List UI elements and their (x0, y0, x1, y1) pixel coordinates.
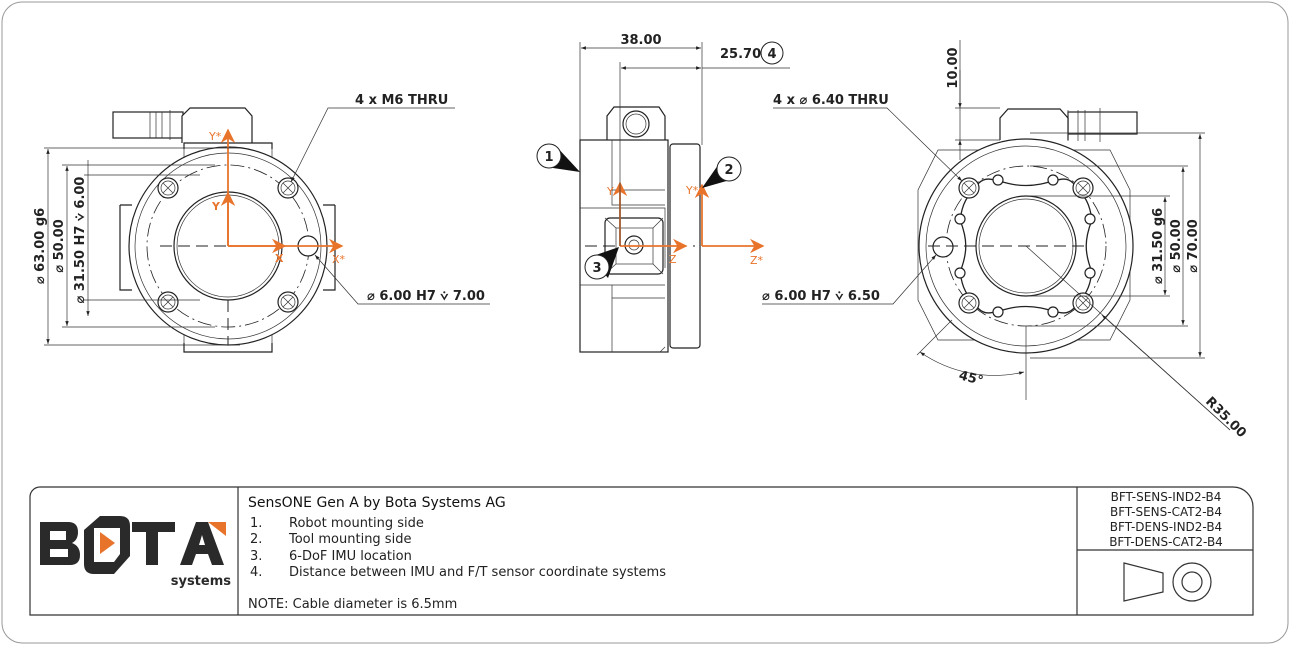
note-item: Tool mounting side (288, 532, 411, 547)
svg-text:4.: 4. (250, 565, 262, 580)
side-view: Y Z Y* Z* 38.00 25.70 4 1 2 3 (536, 33, 790, 353)
axis-label-z: Z (669, 253, 677, 266)
cable-note: NOTE: Cable diameter is 6.5mm (248, 597, 457, 612)
part-number: BFT-SENS-IND2-B4 (1111, 490, 1222, 504)
svg-text:2: 2 (724, 163, 733, 178)
pin-hole (932, 236, 954, 258)
svg-text:4: 4 (767, 47, 776, 62)
dim-outer-diameter: ⌀ 63.00 g6 (33, 208, 48, 284)
axis-label-y: Y (211, 200, 221, 213)
dim-bore: ⌀ 31.50 g6 (1151, 208, 1166, 284)
callout-pin-hole: ⌀ 6.00 H7 ⩒ 6.50 (762, 289, 880, 304)
axis-label-z-star: Z* (750, 254, 764, 267)
svg-text:3.: 3. (250, 549, 262, 564)
bota-logo: systems (40, 516, 231, 589)
axis-label-x: X (275, 252, 284, 265)
drawing-title: SensONE Gen A by Bota Systems AG (248, 495, 506, 511)
svg-text:3: 3 (592, 261, 601, 276)
axis-label-y-star: Y* (208, 130, 222, 143)
marker-2: 2 (702, 156, 742, 188)
callout-mounting-holes: 4 x ⌀ 6.40 THRU (773, 93, 889, 108)
mounting-holes (157, 177, 299, 313)
dim-length: 38.00 (620, 33, 661, 48)
cable (112, 111, 184, 139)
part-numbers: BFT-SENS-IND2-B4 BFT-SENS-CAT2-B4 BFT-DE… (1109, 490, 1223, 549)
part-number: BFT-SENS-CAT2-B4 (1110, 505, 1222, 519)
svg-text:2.: 2. (250, 532, 262, 547)
callout-pin-hole: ⌀ 6.00 H7 ⩒ 7.00 (367, 289, 485, 304)
svg-text:systems: systems (171, 574, 232, 589)
front-view-robot-side: Y* Y X X* ⌀ 63.00 g6 ⌀ 50.00 ⌀ 31.50 H7 … (33, 93, 490, 353)
svg-text:1.: 1. (250, 516, 262, 531)
marker-1: 1 (536, 143, 580, 172)
part-number: BFT-DENS-IND2-B4 (1110, 520, 1222, 534)
dim-bolt-circle: ⌀ 50.00 (1169, 219, 1184, 272)
title-block: systems SensONE Gen A by Bota Systems AG… (29, 486, 1254, 616)
dim-bolt-circle: ⌀ 50.00 (52, 219, 67, 272)
marker-3: 3 (584, 247, 619, 280)
part-number: BFT-DENS-CAT2-B4 (1109, 535, 1223, 549)
dim-outer-diameter: ⌀ 70.00 (1186, 219, 1201, 272)
dim-angle: 45° (957, 368, 985, 389)
connector (999, 108, 1069, 140)
axis-label-y: Y (606, 185, 614, 198)
notes-list: 1. Robot mounting side 2. Tool mounting si… (250, 516, 666, 580)
dim-bore: ⌀ 31.50 H7 ⩒ 6.00 (73, 177, 88, 304)
mounting-holes (958, 177, 1094, 314)
axis-label-y-star: Y* (685, 184, 699, 197)
dim-connector-height: 10.00 (946, 47, 961, 88)
projection-symbol-icon (1123, 562, 1212, 602)
note-item: 6-DoF IMU location (289, 549, 412, 564)
callout-mounting-holes: 4 x M6 THRU (355, 93, 448, 108)
note-item: Robot mounting side (289, 516, 424, 531)
dim-imu-offset: 25.70 (720, 47, 761, 62)
clamping-screws (954, 174, 1096, 318)
note-item: Distance between IMU and F/T sensor coor… (289, 565, 666, 580)
marker-4: 4 (760, 41, 784, 65)
axis-label-x-star: X* (332, 253, 346, 266)
svg-text:1: 1 (544, 150, 553, 165)
